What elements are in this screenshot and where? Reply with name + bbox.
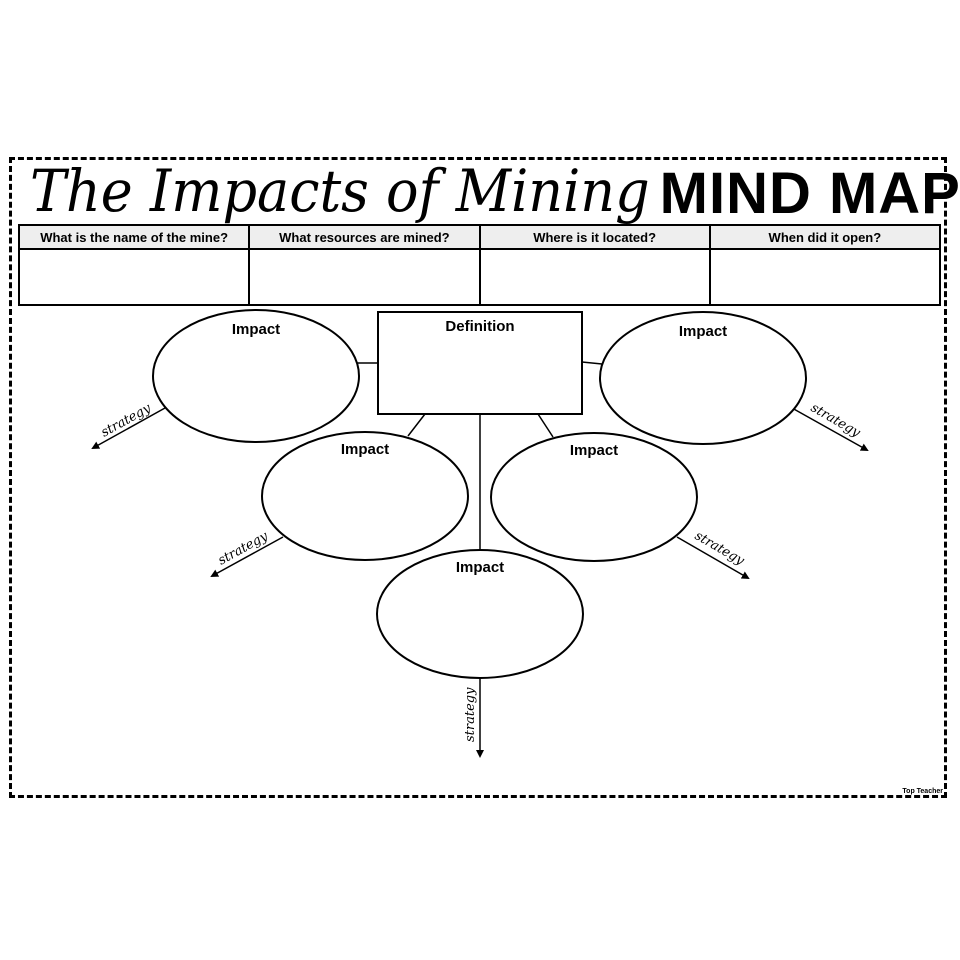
info-table-header-row: What is the name of the mine? What resou… [17, 224, 942, 250]
header-resources: What resources are mined? [248, 224, 481, 250]
answer-cell-mine-name[interactable] [17, 248, 251, 306]
strategy-arrow-right-top [791, 407, 869, 451]
strategy-arrow-left-top [91, 407, 166, 449]
impact-ellipse-right-top[interactable] [599, 311, 807, 445]
answer-cell-resources[interactable] [248, 248, 481, 306]
impact-label-bottom: Impact [456, 559, 504, 576]
impact-label-left-mid: Impact [341, 441, 389, 458]
answer-cell-location[interactable] [478, 248, 711, 306]
info-table: What is the name of the mine? What resou… [17, 224, 942, 306]
info-table-answer-row [17, 248, 942, 306]
header-location: Where is it located? [478, 224, 711, 250]
strategy-label-right-mid: strategy [692, 528, 747, 569]
strategy-arrows [91, 407, 869, 758]
strategy-arrow-right-mid [676, 536, 750, 580]
connector-right-top [581, 361, 603, 365]
strategy-label-left-top: strategy [99, 401, 154, 441]
strategy-label-bottom: strategy [463, 687, 478, 742]
impact-ellipse-bottom[interactable] [376, 549, 584, 679]
impact-label-left-top: Impact [232, 321, 280, 338]
header-mine-name: What is the name of the mine? [17, 224, 251, 250]
impact-label-right-mid: Impact [570, 442, 618, 459]
definition-box[interactable] [377, 311, 583, 415]
title-script-text: The Impacts of Mining [30, 157, 650, 226]
connector-left-mid [407, 413, 426, 437]
worksheet-title: The Impacts of Mining MIND MAP [30, 157, 960, 226]
connector-right-mid [537, 413, 554, 438]
impact-ellipse-left-top[interactable] [152, 309, 360, 443]
connector-lines [357, 361, 603, 556]
impact-ellipse-right-mid[interactable] [490, 432, 698, 562]
impact-label-right-top: Impact [679, 323, 727, 340]
title-bold-text: MIND MAP [659, 161, 960, 226]
brand-mark: Top Teacher [902, 788, 943, 795]
strategy-arrow-left-mid [210, 536, 284, 577]
impact-ellipse-left-mid[interactable] [261, 431, 469, 561]
answer-cell-opened[interactable] [708, 248, 942, 306]
definition-label: Definition [445, 318, 514, 335]
header-opened: When did it open? [708, 224, 942, 250]
